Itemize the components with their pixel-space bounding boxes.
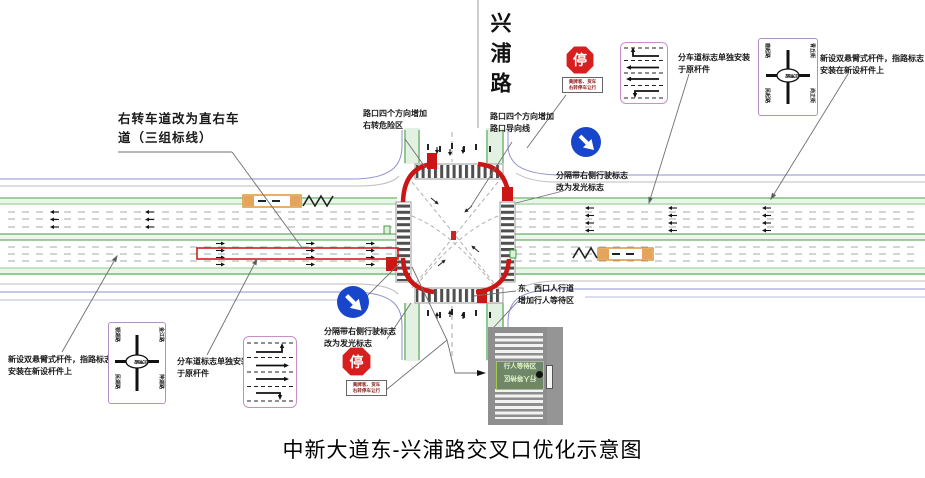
intersection-guide-lines (411, 181, 499, 289)
label-lane-sign-bottom: 分车道标志单独安装 于原杆件 (177, 357, 249, 378)
deceleration-markings (242, 194, 654, 261)
label-lane-sign-top: 分车道标志单独安装 于原杆件 (678, 53, 750, 74)
keep-right-sign-bottom (337, 286, 369, 318)
guide-sign-road-name: 青丘街 (809, 43, 815, 59)
crossroad-symbol-icon (115, 335, 159, 391)
stop-sign-top-glyph: 停 (573, 52, 587, 68)
lane-tint-bands (0, 128, 925, 361)
diagram-title: 中新大道东-兴浦路交叉口优化示意图 (282, 439, 643, 462)
waiting-area-detail-photo: 行人等待区 行人等待区 (488, 327, 563, 425)
corner-sign-boxes (383, 153, 517, 303)
stop-plate-top: 黄牌客、货车 右转停车让行 (562, 77, 603, 94)
guide-sign-road-name: 金江路 (158, 327, 164, 343)
zebra-stripes-top (495, 333, 543, 360)
label-guide-line: 路口四个方向增加 路口导向线 (490, 112, 554, 133)
guide-sign-road-name: 尚正街 (809, 88, 815, 104)
waiting-area-text: 行人等待区 (503, 363, 537, 370)
guide-sign-bottom: 金江路 萍湖路 银湖路 民湖路 兴浦路 (108, 322, 166, 404)
signal-pole-base (536, 371, 543, 378)
lane-arrows-left-icon (624, 47, 664, 99)
label-danger-zone: 路口四个方向增加 右转危险区 (363, 109, 427, 130)
label-right-turn-lane: 右转车道改为直右车 道（三组标线） (118, 112, 240, 146)
guide-sign-road-name: 民起路 (764, 88, 770, 104)
converted-lane-highlight (196, 247, 399, 260)
label-median-sign-top: 分隔带右侧行驶标志 改为发光标志 (556, 171, 628, 192)
guide-sign-top: 青丘街 尚正街 鹿起路 民起路 兴浦路 (758, 38, 818, 116)
intersection-vehicle-arrows (429, 195, 481, 269)
lane-arrows-right-icon (247, 342, 293, 402)
guide-sign-road-name: 萍湖路 (158, 374, 164, 390)
right-turn-danger-arcs (400, 161, 512, 295)
lane-direction-sign-westbound (620, 42, 668, 104)
crosswalks (395, 163, 516, 304)
keep-right-arrow-icon (578, 134, 594, 150)
keep-right-sign-top (571, 127, 601, 157)
stop-plate-bottom: 黄牌客、货车 右转停车让行 (346, 380, 387, 397)
pedestrian-marks (427, 143, 491, 318)
guide-sign-road-name: 鹿起路 (764, 43, 770, 59)
guide-sign-bottom-face: 金江路 萍湖路 银湖路 民湖路 兴浦路 (110, 324, 164, 402)
guide-sign-road-name: 民湖路 (114, 374, 120, 390)
label-new-pole-bottom: 新设双悬臂式杆件，指路标志 安装在新设杆件上 (8, 355, 112, 376)
photo-sidewalk-strip (547, 327, 563, 425)
road-lines (0, 0, 925, 360)
keep-right-arrow-icon (345, 294, 362, 311)
stop-sign-bottom-glyph: 停 (349, 353, 364, 370)
guide-sign-center-name: 兴浦路 (134, 360, 149, 365)
vertical-road-name: 兴浦路 (488, 12, 511, 102)
lane-direction-sign-eastbound (243, 336, 297, 408)
label-pedestrian-wait: 东、西口人行道 增加行人等待区 (518, 284, 574, 305)
label-new-pole-top: 新设双悬臂式杆件，指路标志 安装在新设杆件上 (820, 54, 924, 75)
signal-pole (546, 365, 553, 389)
stop-sign-bottom: 停 (342, 347, 371, 376)
label-median-sign-bottom: 分隔带右侧行驶标志 改为发光标志 (324, 327, 396, 348)
zebra-stripes-bottom (495, 389, 543, 419)
guide-sign-center-name: 兴浦路 (785, 74, 800, 79)
leader-lines (61, 73, 849, 391)
stop-sign-top: 停 (566, 46, 594, 74)
guide-sign-road-name: 银湖路 (114, 327, 120, 343)
guide-sign-top-face: 青丘街 尚正街 鹿起路 民起路 兴浦路 (760, 40, 816, 114)
crossroad-symbol-icon (766, 50, 810, 104)
